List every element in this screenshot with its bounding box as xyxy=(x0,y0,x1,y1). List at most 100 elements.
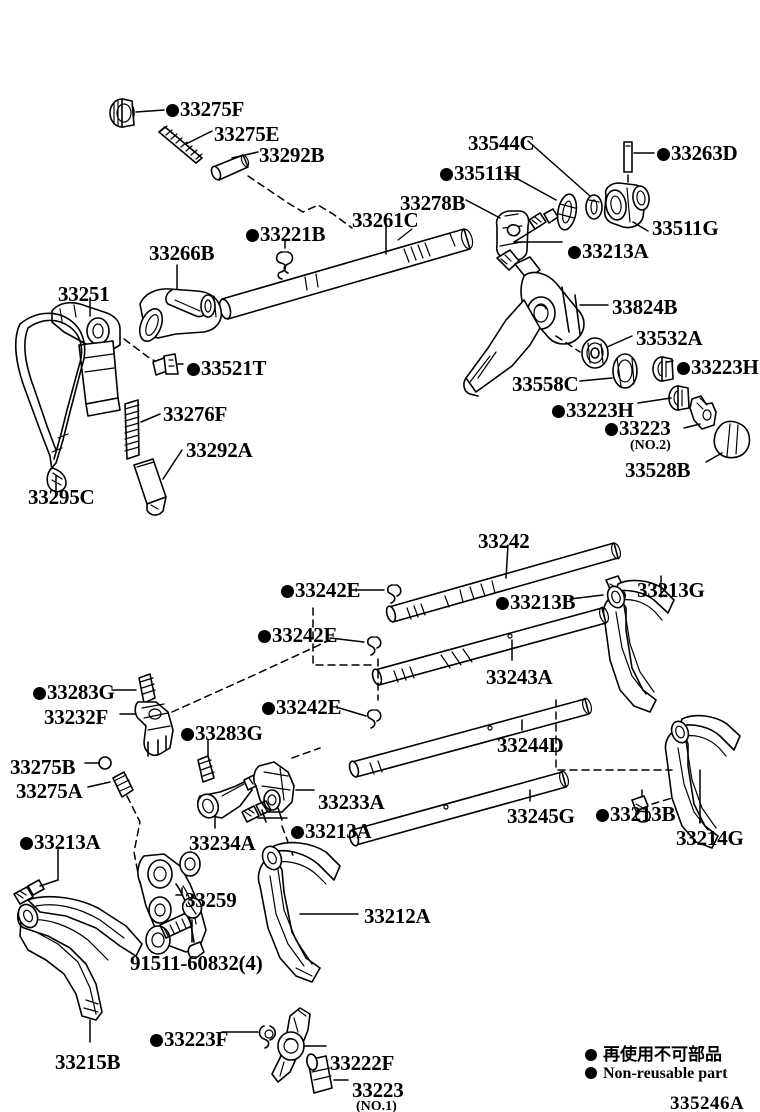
part-number-text: 33532A xyxy=(636,326,703,350)
part-label-33213B: 33213B xyxy=(496,592,576,613)
part-label-33276F: 33276F xyxy=(163,404,227,425)
part-number-text: 33275A xyxy=(16,779,83,803)
nonreusable-marker-icon-2 xyxy=(585,1067,597,1079)
part-label-33213G: 33213G xyxy=(637,580,705,601)
part-label-33223F: 33223F xyxy=(150,1029,228,1050)
part-label-33263D: 33263D xyxy=(657,141,738,165)
part-number-text: 33213A xyxy=(34,830,101,854)
part-number-text: (NO.1) xyxy=(356,1099,397,1112)
part-number-text: 33215B xyxy=(55,1050,121,1074)
part-33528B-knob xyxy=(713,420,751,459)
part-label-33221B: 33221B xyxy=(246,224,326,245)
part-number-text: 33266B xyxy=(149,241,215,265)
legend-english: Non-reusable part xyxy=(585,1065,728,1083)
part-label-33511G: 33511G xyxy=(652,216,719,240)
part-33213A-bolt-top xyxy=(528,208,559,230)
nonreusable-marker-icon xyxy=(258,630,271,643)
part-number-text: 33528B xyxy=(625,458,691,482)
part-33259-body xyxy=(137,851,207,960)
part-label-33275A: 33275A xyxy=(16,779,83,803)
part-label-33213B: 33213B xyxy=(596,802,676,826)
part-label-33242: 33242 xyxy=(478,531,530,552)
part-33544C-ring xyxy=(585,194,603,220)
part-label-33275F: 33275F xyxy=(166,99,244,120)
nonreusable-marker-icon xyxy=(568,246,581,259)
part-label-33245G: 33245G xyxy=(507,806,575,827)
part-label-33214G: 33214G xyxy=(676,828,744,849)
part-number-text: 33511G xyxy=(652,216,719,240)
part-number-text: 33213B xyxy=(610,802,676,826)
part-33223H-bush-lower xyxy=(668,385,690,411)
part-33244D-shaft xyxy=(348,697,593,778)
part-33223-no1-bush xyxy=(306,1053,333,1094)
nonreusable-marker-icon xyxy=(677,362,690,375)
part-number-text: 33259 xyxy=(185,888,237,912)
part-number-text: 33233A xyxy=(318,790,385,814)
part-33242E-clip-2 xyxy=(366,636,382,656)
part-number-text: 33213A xyxy=(305,819,372,843)
part-label-33232F: 33232F xyxy=(44,707,108,728)
part-33276F-spring xyxy=(124,399,140,460)
part-number-text: 33292A xyxy=(186,438,253,462)
part-number-text: 33283G xyxy=(47,680,115,704)
nonreusable-marker-icon xyxy=(281,585,294,598)
part-number-text: 33251 xyxy=(58,282,110,306)
part-label-33251: 33251 xyxy=(58,284,110,305)
part-number-text: 33824B xyxy=(612,295,678,319)
part-number-text: 33521T xyxy=(201,356,267,380)
part-number-text: 33245G xyxy=(507,804,575,828)
nonreusable-marker-icon xyxy=(291,826,304,839)
part-number-text: 33223H xyxy=(566,398,634,422)
part-label-33511H: 33511H xyxy=(440,161,521,185)
part-33221B-clip xyxy=(275,251,294,280)
part-label-33544C: 33544C xyxy=(468,133,535,154)
part-33212A-fork xyxy=(257,841,341,983)
part-33251-lever xyxy=(51,301,121,417)
part-33283G-screw-upper xyxy=(138,673,156,704)
part-label-33222F: 33222F xyxy=(330,1053,394,1074)
part-number-text: 33222F xyxy=(330,1051,395,1075)
part-label-33213A: 33213A xyxy=(291,819,372,843)
drawing-number: 335246A xyxy=(670,1093,745,1112)
part-label-33558C: 33558C xyxy=(512,372,579,396)
part-label-33292B: 33292B xyxy=(259,145,325,166)
part-33215B-fork xyxy=(16,895,143,1021)
nonreusable-marker-icon xyxy=(552,405,565,418)
part-33243A-shaft xyxy=(371,606,610,686)
part-label-33223H: 33223H xyxy=(552,400,634,421)
nonreusable-marker-icon xyxy=(262,702,275,715)
nonreusable-marker-icon xyxy=(33,687,46,700)
part-33558C-seal xyxy=(612,353,638,389)
part-33222F-lever xyxy=(271,1007,311,1083)
nonreusable-marker-icon xyxy=(181,728,194,741)
nonreusable-marker-icon xyxy=(150,1034,163,1047)
part-label-33521T: 33521T xyxy=(187,356,267,380)
part-label-33213A: 33213A xyxy=(568,241,649,262)
part-label-33223: 33223 xyxy=(605,418,671,439)
part-33214G-fork xyxy=(664,714,741,849)
part-number-text: 33242E xyxy=(276,695,342,719)
part-label-33278B: 33278B xyxy=(400,193,466,214)
nonreusable-marker-icon xyxy=(246,229,259,242)
part-number-text: 33511H xyxy=(454,161,521,185)
nonreusable-marker-icon xyxy=(187,363,200,376)
part-33213A-bolt-bottom xyxy=(13,879,45,905)
part-33275A-spring xyxy=(112,771,134,798)
legend-japanese-text: 再使用不可部品 xyxy=(603,1045,722,1064)
part-33275E-spring xyxy=(158,125,203,164)
part-number-text: 33223H xyxy=(691,355,759,379)
part-33292B-sleeve xyxy=(210,154,250,181)
part-label-33213A: 33213A xyxy=(20,830,101,854)
part-label-33243A: 33243A xyxy=(486,667,553,688)
nonreusable-marker-icon xyxy=(657,148,670,161)
part-number-text: 33212A xyxy=(364,904,431,928)
part-number-text: 33232F xyxy=(44,705,109,729)
part-label-33234A: 33234A xyxy=(189,833,256,854)
part-number-text: 33558C xyxy=(512,372,579,396)
part-label-33233A: 33233A xyxy=(318,790,385,814)
part-number-text: 33263D xyxy=(671,141,738,165)
part-label-33244D: 33244D xyxy=(497,733,564,757)
part-number-text: 33244D xyxy=(497,733,564,757)
